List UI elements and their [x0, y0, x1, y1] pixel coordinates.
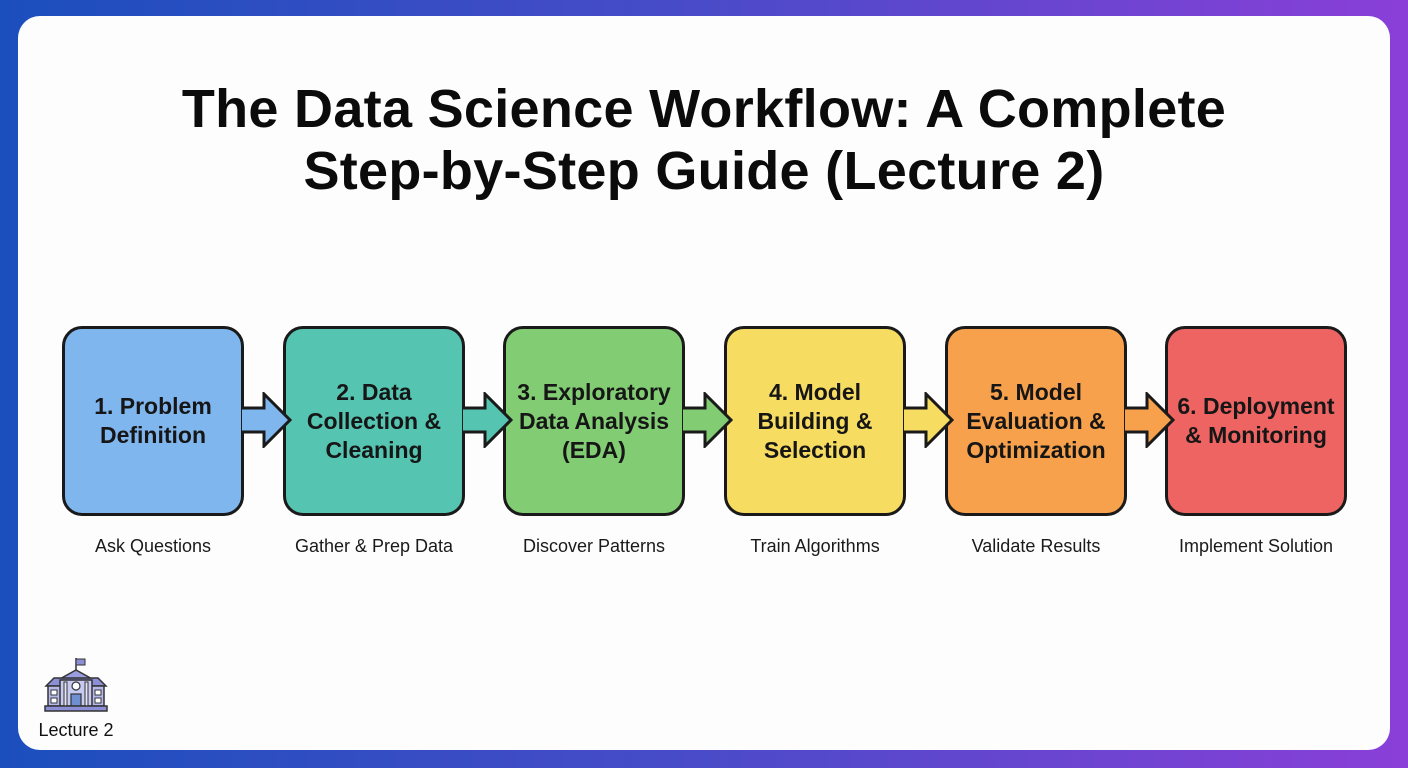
step-caption: Ask Questions: [94, 536, 212, 556]
step-label: 5. Model Evaluation & Optimization: [966, 378, 1106, 463]
title-line-2: Step-by-Step Guide (Lecture 2): [303, 141, 1105, 201]
arrow-right-icon: [242, 392, 292, 448]
step-box-6: 6. Deployment & Monitoring: [1165, 326, 1347, 516]
step-box-5: 5. Model Evaluation & Optimization: [945, 326, 1127, 516]
title-line-1: The Data Science Workflow: A Complete: [181, 79, 1227, 139]
arrow-right-icon: [1125, 392, 1175, 448]
step-label: 6. Deployment & Monitoring: [1177, 393, 1335, 448]
slide-card: [18, 16, 1390, 750]
step-label: 3. Exploratory Data Analysis (EDA): [517, 378, 671, 463]
lecture-badge-label: Lecture 2: [38, 720, 114, 740]
step-box-4: 4. Model Building & Selection: [724, 326, 906, 516]
school-building-icon: [44, 658, 108, 712]
step-caption: Implement Solution: [1178, 536, 1334, 556]
arrow-right-icon: [904, 392, 954, 448]
step-caption: Validate Results: [971, 536, 1101, 556]
page-title: The Data Science Workflow: A Complete St…: [0, 78, 1408, 202]
step-label: 1. Problem Definition: [94, 393, 212, 448]
step-caption: Gather & Prep Data: [294, 536, 454, 556]
step-box-1: 1. Problem Definition: [62, 326, 244, 516]
step-box-2: 2. Data Collection & Cleaning: [283, 326, 465, 516]
step-caption: Train Algorithms: [750, 536, 880, 556]
step-caption: Discover Patterns: [522, 536, 666, 556]
step-box-3: 3. Exploratory Data Analysis (EDA): [503, 326, 685, 516]
step-label: 2. Data Collection & Cleaning: [306, 378, 442, 463]
step-label: 4. Model Building & Selection: [757, 378, 873, 463]
arrow-right-icon: [463, 392, 513, 448]
arrow-right-icon: [683, 392, 733, 448]
